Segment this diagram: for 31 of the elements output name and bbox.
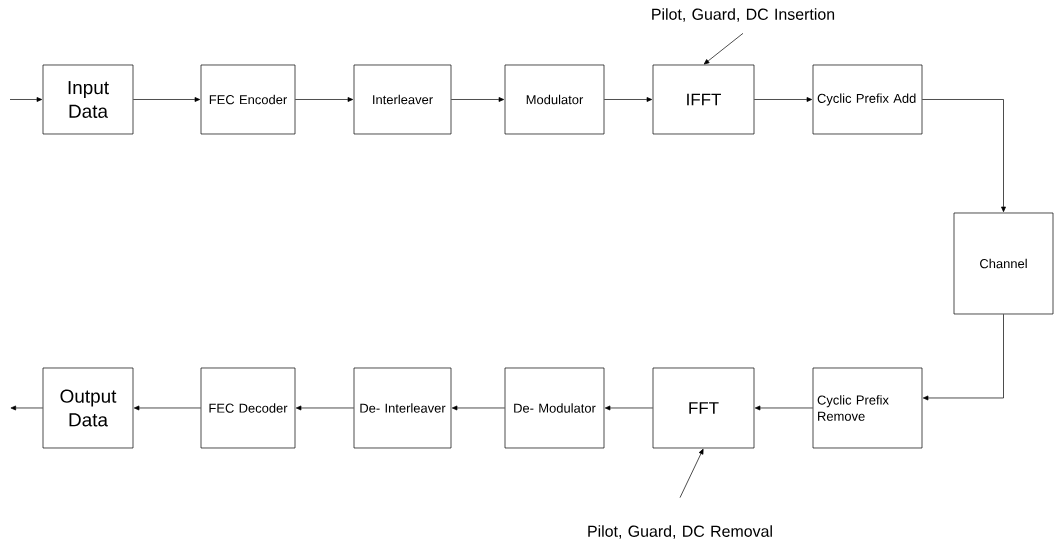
process-box: Cyclic Prefix Remove: [812, 367, 923, 449]
annotation-text: Pilot, Guard, DC Removal: [588, 525, 772, 539]
arrow: [922, 314, 1004, 401]
arrow: [604, 97, 653, 102]
arrow: [133, 97, 201, 102]
process-box: De- Modulator: [504, 367, 605, 449]
process-box: Modulator: [504, 64, 605, 135]
process-box: Cyclic Prefix Add: [812, 64, 923, 135]
process-box: De- Interleaver: [353, 367, 452, 449]
annotation-text: Pilot, Guard, DC Insertion: [652, 8, 835, 22]
arrow: [133, 405, 201, 411]
arrow: [754, 97, 813, 102]
process-box: Output Data: [42, 367, 134, 449]
arrow: [451, 405, 505, 411]
arrow: [295, 405, 354, 411]
process-box: Input Data: [42, 64, 134, 135]
process-box: FEC Decoder: [200, 367, 296, 449]
arrow: [703, 33, 744, 65]
arrow: [10, 405, 43, 411]
process-box: IFFT: [652, 64, 755, 135]
arrow: [9, 97, 43, 102]
process-box: Channel: [953, 212, 1054, 315]
arrow: [295, 97, 354, 102]
process-box: FEC Encoder: [200, 64, 296, 135]
arrow: [604, 405, 653, 411]
arrow: [754, 405, 813, 411]
process-box: FFT: [652, 367, 755, 449]
arrow: [922, 99, 1006, 213]
arrow: [451, 97, 505, 102]
process-box: Interleaver: [353, 64, 452, 135]
arrow: [679, 448, 704, 498]
